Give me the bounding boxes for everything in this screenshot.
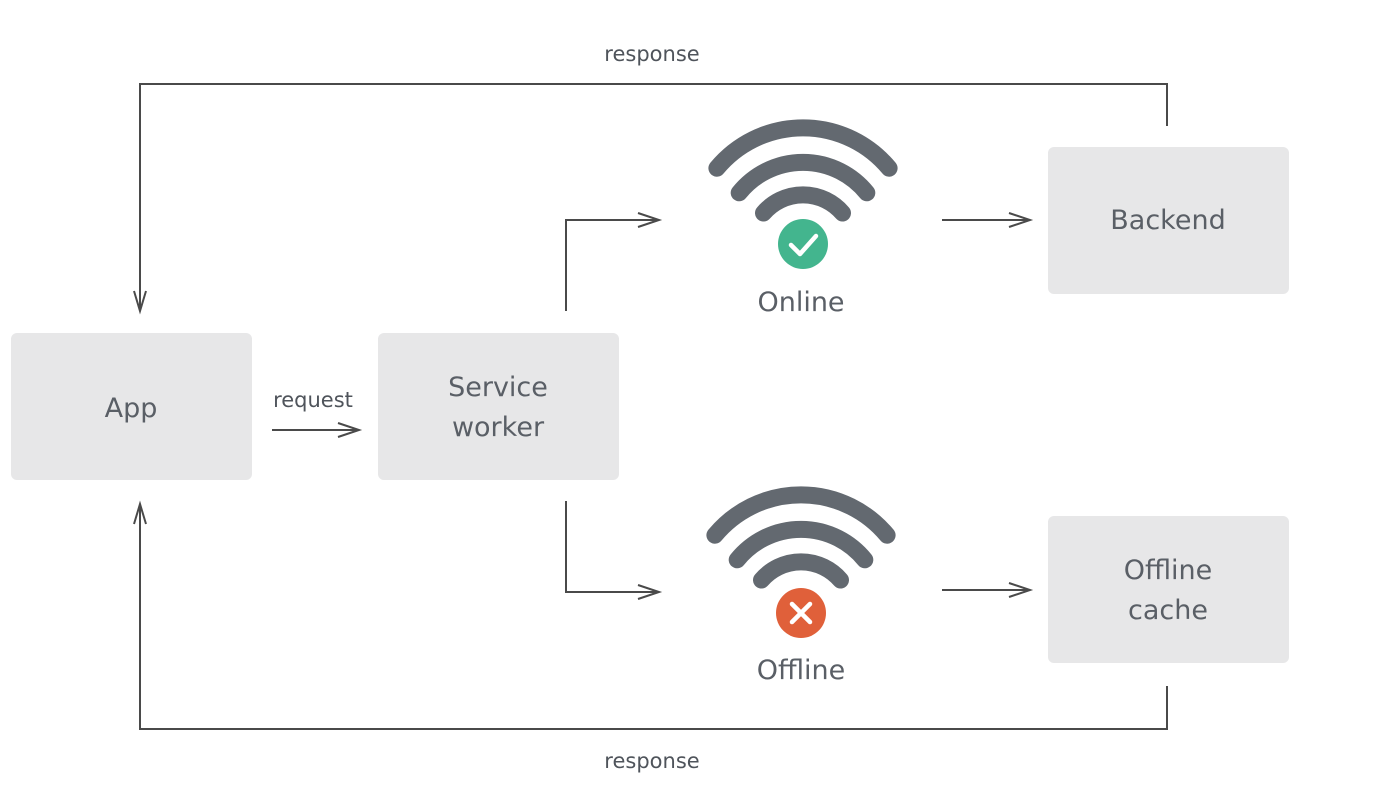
wifi-arc-middle bbox=[728, 520, 874, 569]
online-to-backend-arrowhead bbox=[1008, 212, 1034, 228]
sw-to-online-line bbox=[565, 219, 658, 311]
service-worker-box bbox=[378, 333, 619, 480]
offline-cache-label-line1: Offline bbox=[1124, 555, 1213, 586]
sw-to-offline-line bbox=[565, 501, 658, 593]
wifi-arc-inner bbox=[753, 553, 849, 589]
request-label: request bbox=[273, 388, 353, 412]
backend-label: Backend bbox=[1110, 205, 1225, 236]
wifi-icon bbox=[706, 486, 896, 589]
response-bottom-arrowhead bbox=[133, 500, 147, 525]
offline-to-cache-arrowhead bbox=[1008, 582, 1034, 598]
x-icon bbox=[789, 601, 813, 625]
offline-cache-node: Offline cache bbox=[1048, 516, 1289, 663]
response-top-line bbox=[139, 83, 1168, 310]
app-label: App bbox=[105, 393, 158, 424]
offline-label: Offline bbox=[757, 655, 846, 686]
x-badge-icon bbox=[776, 588, 826, 638]
response-top-arrowhead bbox=[133, 290, 147, 315]
offline-cache-label-line2: cache bbox=[1128, 595, 1208, 626]
connectors bbox=[133, 83, 1168, 730]
service-worker-label-line2: worker bbox=[452, 412, 545, 443]
wifi-arc-outer bbox=[708, 119, 898, 177]
wifi-arc-middle bbox=[730, 153, 876, 202]
response-bottom-label: response bbox=[604, 749, 699, 773]
backend-box bbox=[1048, 147, 1289, 294]
app-box bbox=[11, 333, 252, 480]
response-bottom-line bbox=[139, 505, 1168, 730]
wifi-arc-inner bbox=[755, 186, 851, 222]
sw-to-offline-arrowhead bbox=[637, 584, 663, 600]
online-label: Online bbox=[757, 287, 844, 318]
backend-node: Backend bbox=[1048, 147, 1289, 294]
sw-to-online-arrowhead bbox=[637, 212, 663, 228]
check-badge-icon bbox=[778, 219, 828, 269]
wifi-icon bbox=[708, 119, 898, 222]
check-badge-circle bbox=[778, 219, 828, 269]
service-worker-node: Service worker bbox=[378, 333, 619, 480]
offline-status: Offline bbox=[706, 486, 896, 686]
service-worker-label-line1: Service bbox=[448, 372, 548, 403]
online-status: Online bbox=[708, 119, 898, 318]
app-node: App bbox=[11, 333, 252, 480]
response-top-label: response bbox=[604, 42, 699, 66]
wifi-arc-outer bbox=[706, 486, 896, 544]
check-icon bbox=[788, 233, 819, 257]
offline-cache-box bbox=[1048, 516, 1289, 663]
request-arrowhead bbox=[337, 422, 363, 438]
